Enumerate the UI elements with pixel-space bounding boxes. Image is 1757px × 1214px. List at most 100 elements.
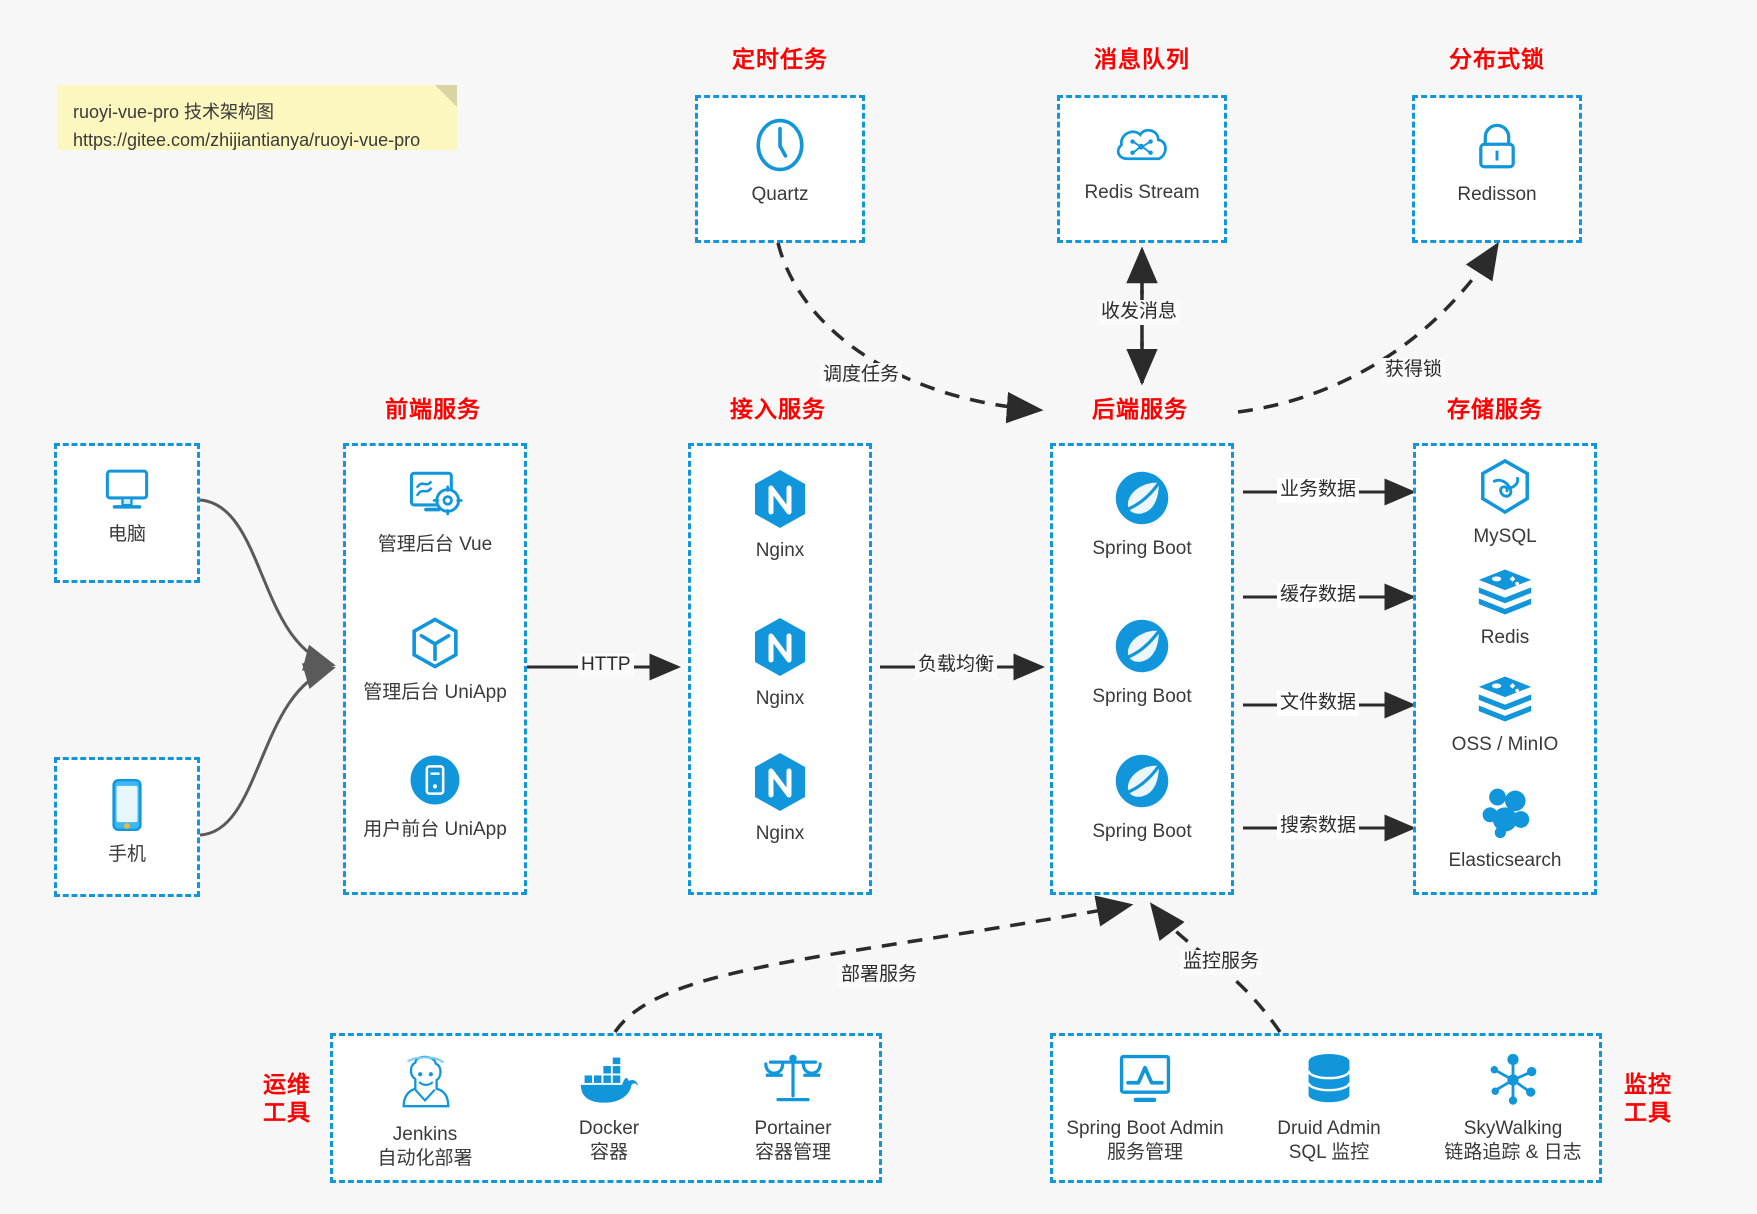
group-title-backend: 后端服务 <box>1092 396 1188 422</box>
node-label: Docker <box>578 1118 640 1139</box>
edge-label-acquire-lock: 获得锁 <box>1382 358 1446 383</box>
nginx-icon <box>691 468 869 535</box>
node-redis-stream[interactable]: Redis Stream <box>1060 118 1224 205</box>
node-label: Druid Admin <box>1277 1118 1381 1139</box>
edge-label-http: HTTP <box>578 653 634 678</box>
node-sublabel: 容器 <box>589 1141 628 1163</box>
node-nginx-3[interactable]: Nginx <box>691 751 869 846</box>
node-jenkins[interactable]: Jenkins 自动化部署 <box>333 1050 517 1171</box>
node-desktop[interactable]: 电脑 <box>57 464 197 547</box>
ops-title-line1: 运维 <box>263 1071 311 1097</box>
node-oss-minio[interactable]: OSS / MinIO <box>1416 674 1594 757</box>
edge-label-schedule-task: 调度任务 <box>820 363 903 388</box>
node-user-uniapp[interactable]: 用户前台 UniApp <box>346 751 524 842</box>
client-box-desktop: 电脑 <box>54 443 200 583</box>
spring-boot-icon <box>1053 616 1231 681</box>
node-nginx-1[interactable]: Nginx <box>691 468 869 563</box>
mysql-icon <box>1416 458 1594 521</box>
group-title-message-queue: 消息队列 <box>1094 46 1190 72</box>
jenkins-icon <box>333 1050 517 1119</box>
group-title-scheduled-task: 定时任务 <box>732 46 828 72</box>
lock-icon <box>1415 120 1579 179</box>
group-box-scheduled-task: Quartz <box>695 95 865 243</box>
mobile-phone-icon <box>57 776 197 839</box>
nginx-icon <box>691 751 869 818</box>
database-icon <box>1237 1052 1421 1113</box>
scales-icon <box>701 1050 885 1113</box>
redis-icon <box>1416 567 1594 622</box>
docker-icon <box>517 1056 701 1113</box>
edge-label-send-receive-message: 收发消息 <box>1098 300 1181 325</box>
group-box-monitor-tools: Spring Boot Admin 服务管理 <box>1050 1033 1602 1183</box>
node-label: Spring Boot <box>1092 821 1192 842</box>
node-mysql[interactable]: MySQL <box>1416 458 1594 549</box>
app-window-icon <box>346 751 524 814</box>
client-box-mobile: 手机 <box>54 757 200 897</box>
edge-label-file-data: 文件数据 <box>1277 691 1360 716</box>
node-label: Jenkins <box>392 1124 458 1145</box>
node-sublabel: SQL 监控 <box>1288 1141 1370 1163</box>
group-box-ops-tools: Jenkins 自动化部署 Docker 容器 <box>330 1033 882 1183</box>
node-redisson[interactable]: Redisson <box>1415 120 1579 207</box>
oss-minio-icon <box>1416 674 1594 729</box>
annotation-sticky-note: ruoyi-vue-pro 技术架构图 https://gitee.com/zh… <box>57 85 457 150</box>
group-title-distributed-lock: 分布式锁 <box>1449 46 1545 72</box>
node-label: Nginx <box>755 688 805 709</box>
monitor-title-line1: 监控 <box>1624 1071 1672 1097</box>
node-label: MySQL <box>1473 526 1537 547</box>
note-fold-corner <box>435 85 457 107</box>
node-label: Spring Boot <box>1092 538 1192 559</box>
note-url: https://gitee.com/zhijiantianya/ruoyi-vu… <box>73 129 421 150</box>
node-sublabel: 服务管理 <box>1106 1141 1183 1163</box>
node-nginx-2[interactable]: Nginx <box>691 616 869 711</box>
node-spring-boot-3[interactable]: Spring Boot <box>1053 751 1231 844</box>
node-label: SkyWalking <box>1463 1118 1563 1139</box>
node-spring-boot-admin[interactable]: Spring Boot Admin 服务管理 <box>1053 1050 1237 1165</box>
node-label: Nginx <box>755 540 805 561</box>
node-admin-uniapp[interactable]: 管理后台 UniApp <box>346 614 524 705</box>
edge-label-load-balance: 负载均衡 <box>915 653 998 678</box>
group-title-frontend: 前端服务 <box>385 396 481 422</box>
node-label: Redisson <box>1457 184 1537 205</box>
spring-boot-icon <box>1053 468 1231 533</box>
edge-label-deploy-service: 部署服务 <box>838 963 921 988</box>
node-label: Elasticsearch <box>1448 850 1562 871</box>
group-box-message-queue: Redis Stream <box>1057 95 1227 243</box>
node-spring-boot-1[interactable]: Spring Boot <box>1053 468 1231 561</box>
edge-label-monitor-service: 监控服务 <box>1180 950 1263 975</box>
node-label: Redis <box>1480 627 1530 648</box>
node-label: 管理后台 Vue <box>377 534 493 555</box>
group-box-storage: MySQL Redis <box>1413 443 1597 895</box>
node-elasticsearch[interactable]: Elasticsearch <box>1416 784 1594 873</box>
node-skywalking[interactable]: SkyWalking 链路追踪 & 日志 <box>1421 1052 1605 1165</box>
monitor-title-line2: 工具 <box>1624 1099 1672 1126</box>
node-label: Spring Boot Admin <box>1066 1118 1224 1139</box>
group-box-gateway: Nginx Nginx Nginx <box>688 443 872 895</box>
node-label: 用户前台 UniApp <box>363 819 507 840</box>
node-redis[interactable]: Redis <box>1416 567 1594 650</box>
node-label: Nginx <box>755 823 805 844</box>
node-portainer[interactable]: Portainer 容器管理 <box>701 1050 885 1165</box>
node-label: 手机 <box>107 844 146 865</box>
node-label: Spring Boot <box>1092 686 1192 707</box>
ops-title-line2: 工具 <box>263 1099 311 1126</box>
node-druid-admin[interactable]: Druid Admin SQL 监控 <box>1237 1052 1421 1165</box>
cloud-stream-icon <box>1060 118 1224 177</box>
node-spring-boot-2[interactable]: Spring Boot <box>1053 616 1231 709</box>
node-docker[interactable]: Docker 容器 <box>517 1056 701 1165</box>
spring-boot-icon <box>1053 751 1231 816</box>
note-title: ruoyi-vue-pro 技术架构图 <box>73 102 275 122</box>
edge-label-business-data: 业务数据 <box>1277 478 1360 503</box>
group-title-storage: 存储服务 <box>1447 396 1543 422</box>
node-admin-vue[interactable]: 管理后台 Vue <box>346 466 524 557</box>
node-label: Redis Stream <box>1084 182 1200 203</box>
node-label: Portainer <box>754 1118 832 1139</box>
node-mobile[interactable]: 手机 <box>57 776 197 867</box>
edge-label-cache-data: 缓存数据 <box>1277 583 1360 608</box>
group-title-ops-tools: 运维 工具 <box>252 1070 322 1126</box>
node-label: 电脑 <box>107 524 146 545</box>
node-label: OSS / MinIO <box>1451 734 1559 755</box>
group-title-gateway: 接入服务 <box>730 396 826 422</box>
node-quartz[interactable]: Quartz <box>698 116 862 207</box>
